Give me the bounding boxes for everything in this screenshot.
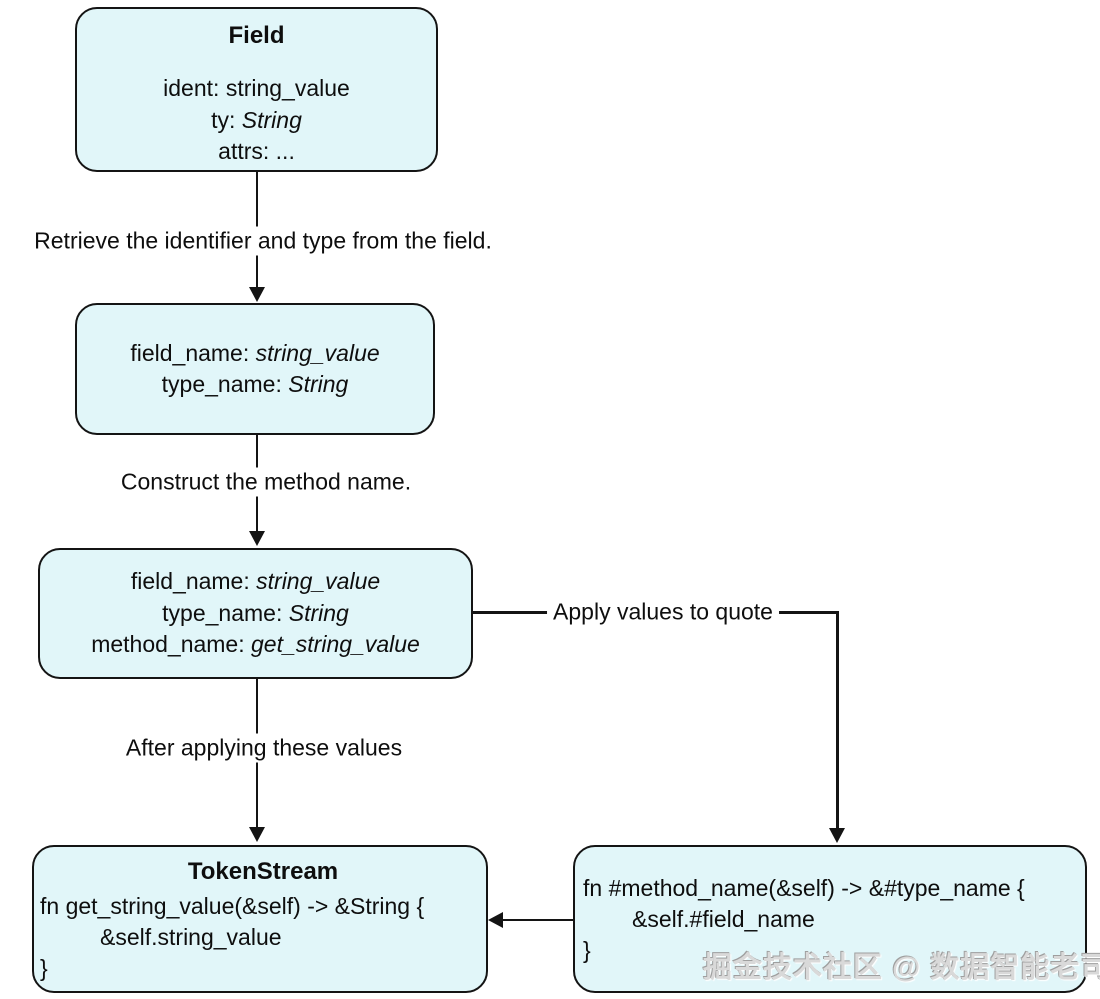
field-line-ty: ty: String bbox=[211, 106, 302, 133]
node-with-method-lines: field_name: string_value type_name: Stri… bbox=[91, 566, 420, 661]
quote-template-code-line-3: } bbox=[583, 937, 591, 963]
extracted-line-field-name: field_name: string_value bbox=[130, 339, 380, 366]
edge-apply-arrowhead-icon bbox=[829, 828, 845, 843]
field-line-attrs: attrs: ... bbox=[218, 138, 295, 164]
edge-emit-arrowhead-icon bbox=[488, 912, 503, 928]
node-extracted-names: field_name: string_value type_name: Stri… bbox=[75, 303, 435, 435]
edge-construct-arrowhead-icon bbox=[249, 531, 265, 546]
extracted-line-type-name: type_name: String bbox=[161, 371, 349, 397]
quote-template-code-line-1: fn #method_name(&self) -> &#type_name { bbox=[583, 875, 1025, 901]
token-stream-code-line-2: &self.string_value bbox=[100, 924, 282, 950]
node-with-method-name: field_name: string_value type_name: Stri… bbox=[38, 548, 473, 679]
node-field: Field ident: string_value ty: String att… bbox=[75, 7, 438, 172]
edge-after-arrowhead-icon bbox=[249, 827, 265, 842]
edge-apply-vline bbox=[836, 611, 839, 830]
watermark: 掘金技术社区 @ 数据智能老司机 bbox=[703, 952, 1100, 984]
with-method-line-type-name: type_name: String bbox=[162, 599, 349, 626]
edge-label-retrieve: Retrieve the identifier and type from th… bbox=[28, 226, 498, 256]
node-quote-template: fn #method_name(&self) -> &#type_name { … bbox=[573, 845, 1087, 993]
node-field-title: Field bbox=[228, 22, 285, 49]
node-token-stream-code: fn get_string_value(&self) -> &String { … bbox=[40, 891, 486, 984]
with-method-line-method-name: method_name: get_string_value bbox=[91, 631, 420, 658]
edge-label-apply: Apply values to quote bbox=[547, 597, 779, 627]
node-token-stream-title: TokenStream bbox=[187, 858, 339, 885]
edge-emit-line bbox=[500, 918, 573, 921]
node-field-lines: ident: string_value ty: String attrs: ..… bbox=[77, 73, 436, 168]
edge-label-after: After applying these values bbox=[119, 733, 409, 763]
token-stream-code-line-1: fn get_string_value(&self) -> &String { bbox=[40, 893, 425, 919]
quote-template-code-line-2: &self.#field_name bbox=[632, 906, 815, 932]
node-token-stream: TokenStream fn get_string_value(&self) -… bbox=[32, 845, 488, 993]
node-quote-template-code: fn #method_name(&self) -> &#type_name { … bbox=[583, 873, 1085, 966]
field-line-ident: ident: string_value bbox=[163, 75, 350, 101]
token-stream-code-line-3: } bbox=[40, 955, 48, 981]
edge-retrieve-arrowhead-icon bbox=[249, 287, 265, 302]
with-method-line-field-name: field_name: string_value bbox=[130, 568, 381, 595]
edge-label-construct: Construct the method name. bbox=[114, 467, 418, 497]
node-extracted-lines: field_name: string_value type_name: Stri… bbox=[130, 338, 379, 401]
